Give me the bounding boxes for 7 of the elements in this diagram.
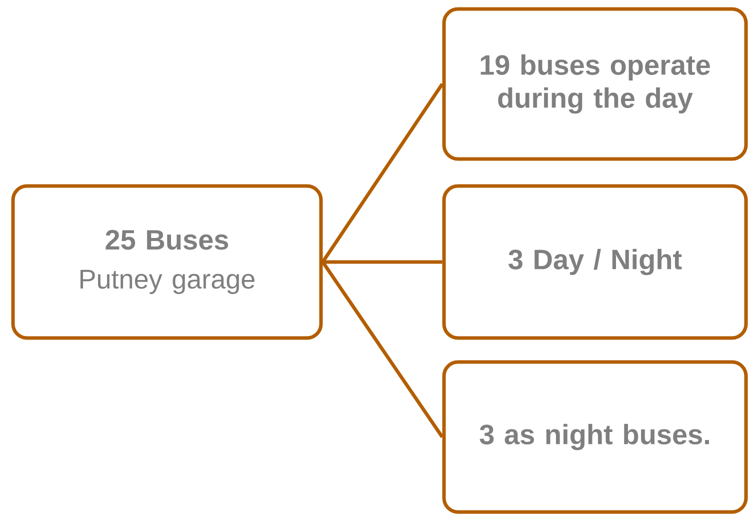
text-box: 19 buses operate during the day (442, 7, 748, 161)
text-box: 3 Day / Night (442, 184, 748, 340)
connector-line (321, 83, 444, 263)
connector-line (322, 260, 442, 264)
text-box: 3 as night buses. (442, 360, 748, 514)
connector-line (321, 261, 444, 438)
text-box: 25 Buses Putney garage (11, 184, 323, 340)
